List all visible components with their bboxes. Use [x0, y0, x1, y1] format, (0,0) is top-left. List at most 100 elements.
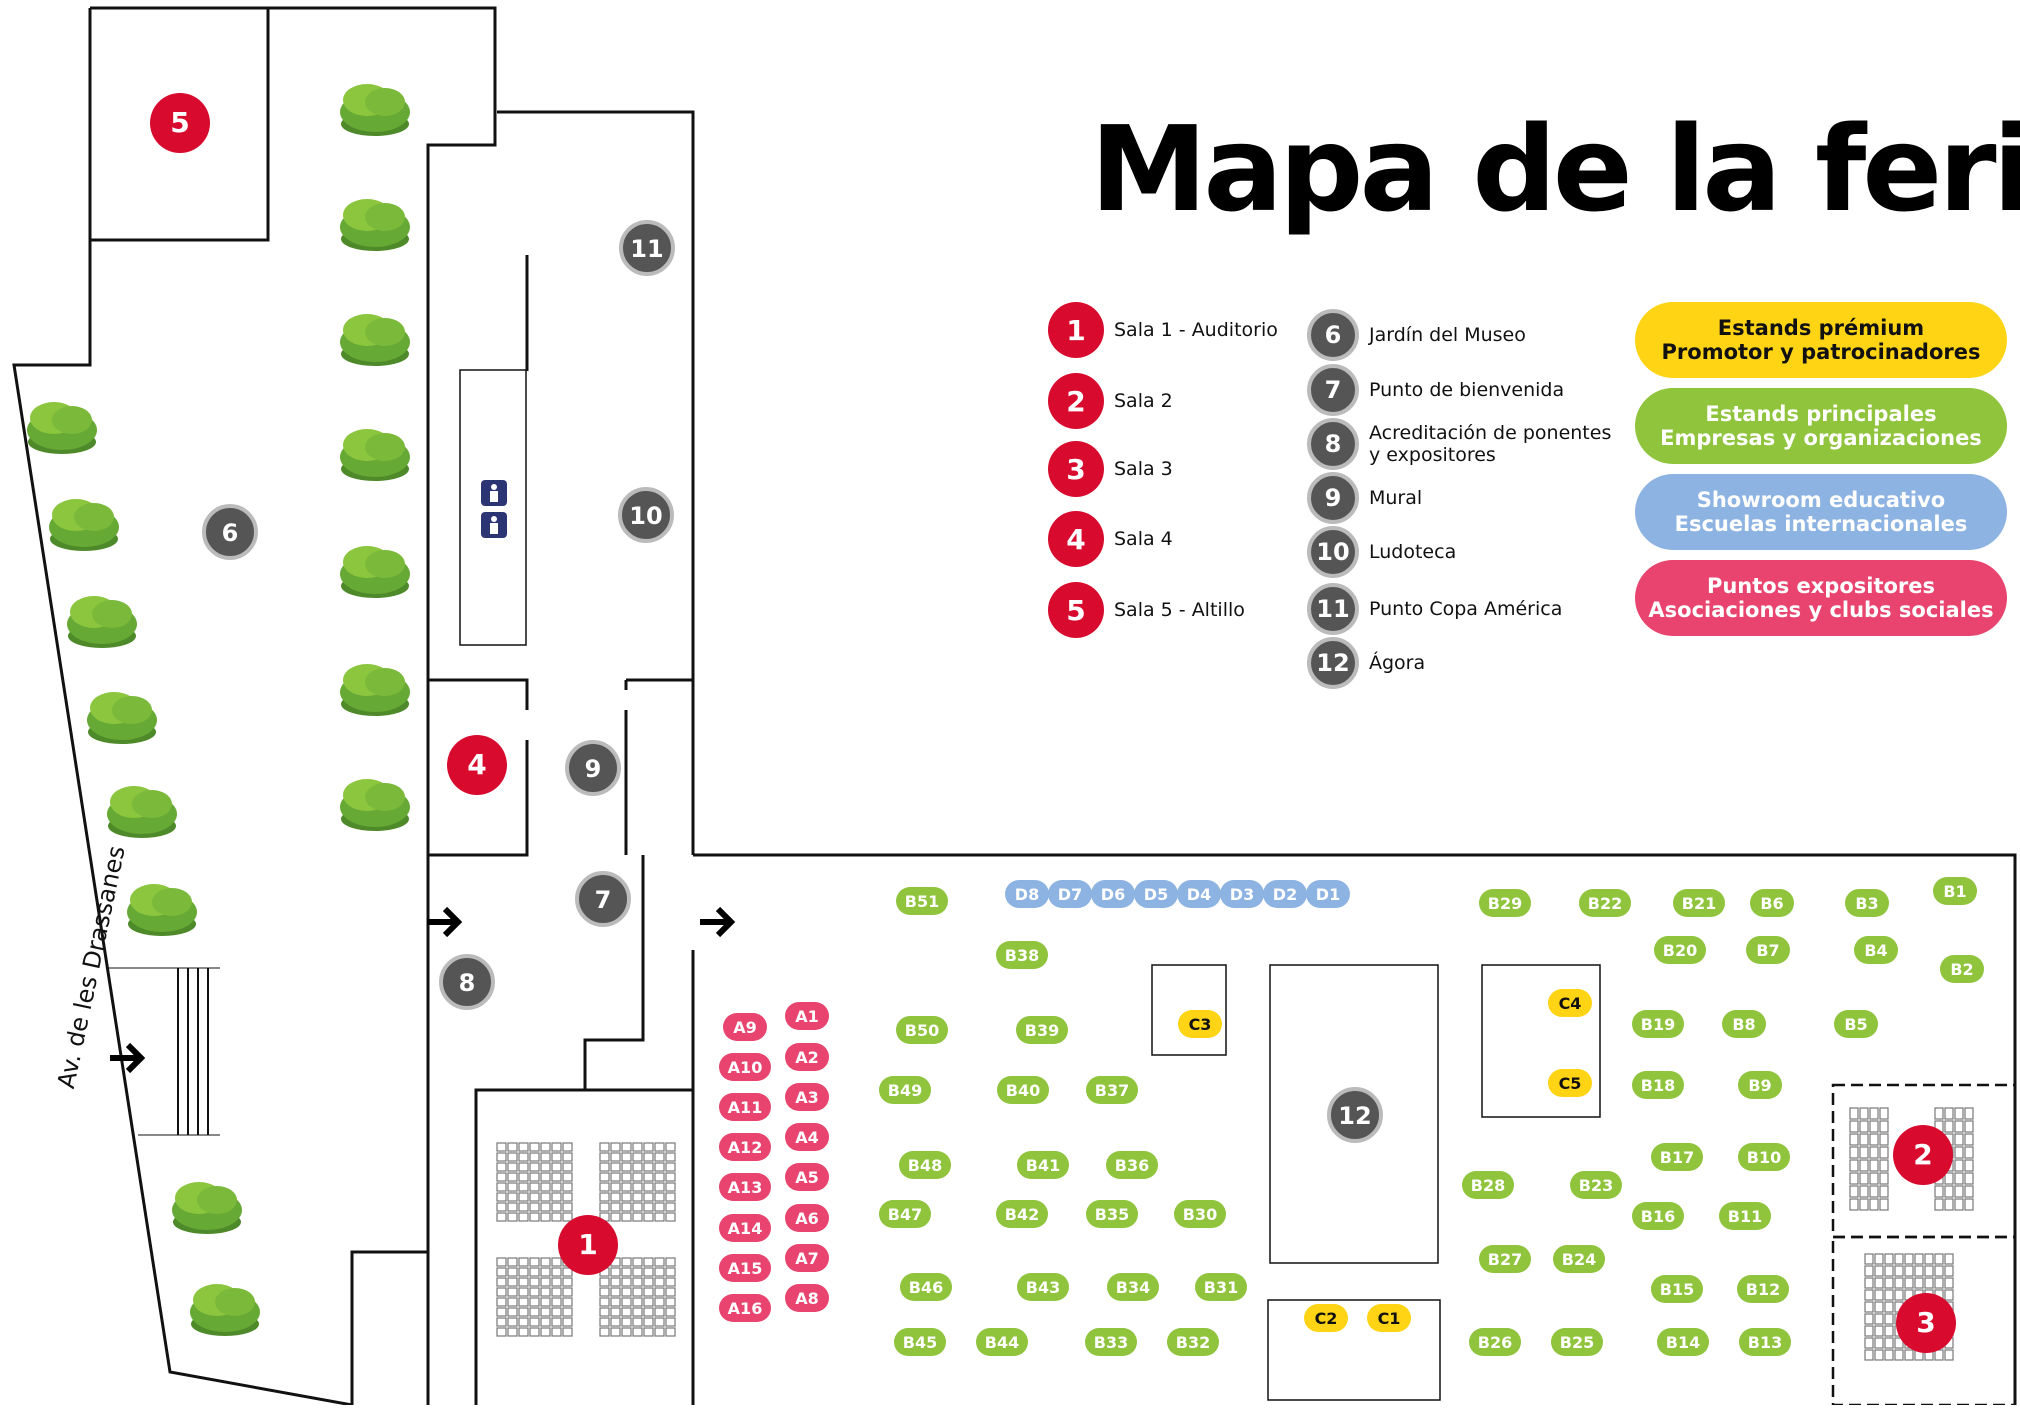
stand-c3[interactable]: C3 — [1178, 1010, 1222, 1038]
room-marker-3[interactable]: 3 — [1896, 1293, 1956, 1353]
room-marker-4[interactable]: 4 — [447, 735, 507, 795]
stand-b50[interactable]: B50 — [896, 1016, 948, 1044]
stand-b19[interactable]: B19 — [1632, 1010, 1684, 1038]
stand-b37[interactable]: B37 — [1086, 1076, 1138, 1104]
stand-b2[interactable]: B2 — [1940, 955, 1984, 983]
stand-b42[interactable]: B42 — [996, 1200, 1048, 1228]
stand-a7[interactable]: A7 — [785, 1244, 829, 1272]
stand-c5[interactable]: C5 — [1548, 1069, 1592, 1097]
stand-a10[interactable]: A10 — [719, 1053, 771, 1081]
stand-b1[interactable]: B1 — [1933, 877, 1977, 905]
stand-b8[interactable]: B8 — [1722, 1010, 1766, 1038]
stand-a16[interactable]: A16 — [719, 1294, 771, 1322]
stand-b31[interactable]: B31 — [1195, 1273, 1247, 1301]
stand-c4[interactable]: C4 — [1548, 989, 1592, 1017]
point-marker-7[interactable]: 7 — [575, 871, 631, 927]
room-marker-1[interactable]: 1 — [558, 1215, 618, 1275]
stand-b20[interactable]: B20 — [1654, 936, 1706, 964]
stand-d6[interactable]: D6 — [1091, 880, 1135, 908]
stand-b18[interactable]: B18 — [1632, 1071, 1684, 1099]
point-marker-6[interactable]: 6 — [202, 504, 258, 560]
stand-b32[interactable]: B32 — [1167, 1328, 1219, 1356]
stand-b43[interactable]: B43 — [1017, 1273, 1069, 1301]
stand-b46[interactable]: B46 — [900, 1273, 952, 1301]
svg-text:A4: A4 — [795, 1128, 819, 1147]
stand-a9[interactable]: A9 — [723, 1013, 767, 1041]
point-marker-9[interactable]: 9 — [565, 740, 621, 796]
stand-b12[interactable]: B12 — [1737, 1275, 1789, 1303]
stand-a1[interactable]: A1 — [785, 1002, 829, 1030]
stand-b14[interactable]: B14 — [1657, 1328, 1709, 1356]
point-marker-8[interactable]: 8 — [439, 954, 495, 1010]
stand-b40[interactable]: B40 — [997, 1076, 1049, 1104]
stand-b39[interactable]: B39 — [1016, 1016, 1068, 1044]
stand-a15[interactable]: A15 — [719, 1254, 771, 1282]
stand-b27[interactable]: B27 — [1479, 1245, 1531, 1273]
stand-b35[interactable]: B35 — [1086, 1200, 1138, 1228]
stand-a6[interactable]: A6 — [785, 1204, 829, 1232]
stand-b6[interactable]: B6 — [1750, 889, 1794, 917]
stand-b47[interactable]: B47 — [879, 1200, 931, 1228]
stand-b44[interactable]: B44 — [976, 1328, 1028, 1356]
stand-a2[interactable]: A2 — [785, 1043, 829, 1071]
stand-b49[interactable]: B49 — [879, 1076, 931, 1104]
stand-d2[interactable]: D2 — [1263, 880, 1307, 908]
stand-a5[interactable]: A5 — [785, 1163, 829, 1191]
stand-b48[interactable]: B48 — [899, 1151, 951, 1179]
stand-c1[interactable]: C1 — [1367, 1304, 1411, 1332]
stand-b7[interactable]: B7 — [1746, 936, 1790, 964]
stand-b23[interactable]: B23 — [1570, 1171, 1622, 1199]
stand-b33[interactable]: B33 — [1085, 1328, 1137, 1356]
stand-d3[interactable]: D3 — [1220, 880, 1264, 908]
stand-d4[interactable]: D4 — [1177, 880, 1221, 908]
stand-a14[interactable]: A14 — [719, 1214, 771, 1242]
stand-b9[interactable]: B9 — [1738, 1071, 1782, 1099]
stand-b26[interactable]: B26 — [1469, 1328, 1521, 1356]
stand-b24[interactable]: B24 — [1553, 1245, 1605, 1273]
stand-a12[interactable]: A12 — [719, 1133, 771, 1161]
stand-b3[interactable]: B3 — [1845, 889, 1889, 917]
room-marker-2[interactable]: 2 — [1893, 1125, 1953, 1185]
stand-a8[interactable]: A8 — [785, 1284, 829, 1312]
stand-b13[interactable]: B13 — [1739, 1328, 1791, 1356]
stand-b28[interactable]: B28 — [1462, 1171, 1514, 1199]
stand-b38[interactable]: B38 — [996, 941, 1048, 969]
stand-b16[interactable]: B16 — [1632, 1202, 1684, 1230]
stand-b36[interactable]: B36 — [1106, 1151, 1158, 1179]
stand-b11[interactable]: B11 — [1719, 1202, 1771, 1230]
legend-number: 1 — [1048, 302, 1104, 358]
stand-b25[interactable]: B25 — [1551, 1328, 1603, 1356]
legend-label: Jardín del Museo — [1369, 324, 1526, 346]
stand-d5[interactable]: D5 — [1134, 880, 1178, 908]
point-marker-11[interactable]: 11 — [619, 220, 675, 276]
stand-a11[interactable]: A11 — [719, 1093, 771, 1121]
stand-b41[interactable]: B41 — [1017, 1151, 1069, 1179]
stand-b22[interactable]: B22 — [1579, 889, 1631, 917]
stand-b21[interactable]: B21 — [1673, 889, 1725, 917]
stand-a3[interactable]: A3 — [785, 1083, 829, 1111]
stand-b45[interactable]: B45 — [894, 1328, 946, 1356]
stand-b34[interactable]: B34 — [1107, 1273, 1159, 1301]
stand-b29[interactable]: B29 — [1479, 889, 1531, 917]
stand-b51[interactable]: B51 — [896, 887, 948, 915]
stand-d1[interactable]: D1 — [1306, 880, 1350, 908]
stand-a13[interactable]: A13 — [719, 1173, 771, 1201]
stand-d7[interactable]: D7 — [1048, 880, 1092, 908]
stand-b30[interactable]: B30 — [1174, 1200, 1226, 1228]
stand-b5[interactable]: B5 — [1834, 1010, 1878, 1038]
stand-b10[interactable]: B10 — [1738, 1143, 1790, 1171]
legend-label: Acreditación de ponentes y expositores — [1369, 422, 1612, 466]
stand-d8[interactable]: D8 — [1005, 880, 1049, 908]
room-marker-5[interactable]: 5 — [150, 93, 210, 153]
category-title: Showroom educativo — [1696, 488, 1946, 512]
stand-b4[interactable]: B4 — [1854, 936, 1898, 964]
stand-b15[interactable]: B15 — [1651, 1275, 1703, 1303]
stand-c2[interactable]: C2 — [1304, 1304, 1348, 1332]
stand-a4[interactable]: A4 — [785, 1123, 829, 1151]
stand-b17[interactable]: B17 — [1651, 1143, 1703, 1171]
point-marker-12[interactable]: 12 — [1327, 1087, 1383, 1143]
svg-text:B49: B49 — [888, 1081, 922, 1100]
point-marker-10[interactable]: 10 — [618, 487, 674, 543]
